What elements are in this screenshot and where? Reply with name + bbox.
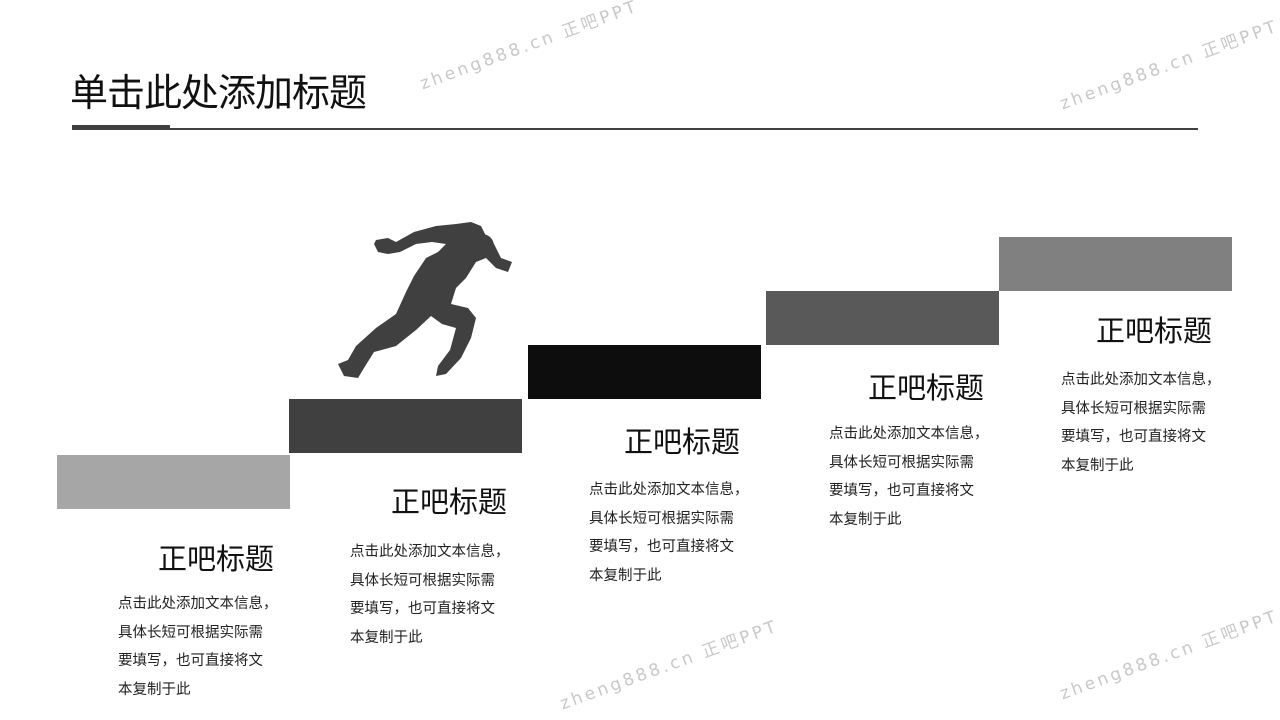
step-1-text[interactable]: 点击此处添加文本信息， 具体长短可根据实际需要填写，也可直接将文本复制于此 bbox=[118, 590, 298, 704]
step-4-bar bbox=[766, 291, 999, 345]
text-line: 要填写，也可直接将文 bbox=[589, 539, 734, 555]
step-2-text[interactable]: 点击此处添加文本信息， 具体长短可根据实际需要填写，也可直接将文本复制于此 bbox=[350, 538, 530, 652]
text-line: 本复制于此 bbox=[829, 511, 902, 528]
step-2-title[interactable]: 正吧标题 bbox=[390, 485, 507, 519]
text-line: 点击此处添加文本信息， bbox=[829, 426, 989, 442]
step-3-text[interactable]: 点击此处添加文本信息， 具体长短可根据实际需要填写，也可直接将文本复制于此 bbox=[589, 476, 769, 590]
step-1-title[interactable]: 正吧标题 bbox=[157, 542, 274, 576]
step-2-bar bbox=[289, 399, 522, 453]
text-line: 具体长短可根据实际需 bbox=[118, 624, 263, 641]
text-line: 具体长短可根据实际需 bbox=[1061, 400, 1206, 417]
watermark: zheng888.cn 正吧PPT bbox=[1057, 606, 1280, 705]
slide-title[interactable]: 单击此处添加标题 bbox=[70, 71, 367, 115]
text-line: 点击此处添加文本信息， bbox=[1061, 372, 1221, 388]
watermark: zheng888.cn 正吧PPT bbox=[557, 616, 782, 715]
runner-icon bbox=[338, 222, 512, 378]
text-line: 要填写，也可直接将文 bbox=[829, 483, 974, 499]
step-4-text[interactable]: 点击此处添加文本信息， 具体长短可根据实际需要填写，也可直接将文本复制于此 bbox=[829, 420, 1009, 534]
text-line: 具体长短可根据实际需 bbox=[829, 454, 974, 471]
title-divider bbox=[72, 128, 1198, 130]
text-line: 点击此处添加文本信息， bbox=[118, 596, 278, 612]
watermark: zheng888.cn 正吧PPT bbox=[1057, 16, 1280, 115]
step-4-title[interactable]: 正吧标题 bbox=[867, 371, 984, 405]
text-line: 本复制于此 bbox=[1061, 457, 1134, 474]
text-line: 要填写，也可直接将文 bbox=[118, 653, 263, 669]
text-line: 要填写，也可直接将文 bbox=[350, 601, 495, 617]
step-3-title[interactable]: 正吧标题 bbox=[623, 425, 740, 459]
text-line: 点击此处添加文本信息， bbox=[350, 544, 510, 560]
step-5-bar bbox=[999, 237, 1232, 291]
step-1-bar bbox=[57, 455, 290, 509]
text-line: 本复制于此 bbox=[118, 681, 191, 698]
text-line: 具体长短可根据实际需 bbox=[589, 510, 734, 527]
step-5-text[interactable]: 点击此处添加文本信息， 具体长短可根据实际需要填写，也可直接将文本复制于此 bbox=[1061, 366, 1241, 480]
watermark: zheng888.cn 正吧PPT bbox=[417, 0, 642, 95]
text-line: 本复制于此 bbox=[589, 567, 662, 584]
step-5-title[interactable]: 正吧标题 bbox=[1095, 314, 1212, 348]
text-line: 具体长短可根据实际需 bbox=[350, 572, 495, 589]
text-line: 点击此处添加文本信息， bbox=[589, 482, 749, 498]
step-3-bar bbox=[528, 345, 761, 399]
text-line: 本复制于此 bbox=[350, 629, 423, 646]
title-accent-bar bbox=[72, 125, 170, 130]
text-line: 要填写，也可直接将文 bbox=[1061, 429, 1206, 445]
